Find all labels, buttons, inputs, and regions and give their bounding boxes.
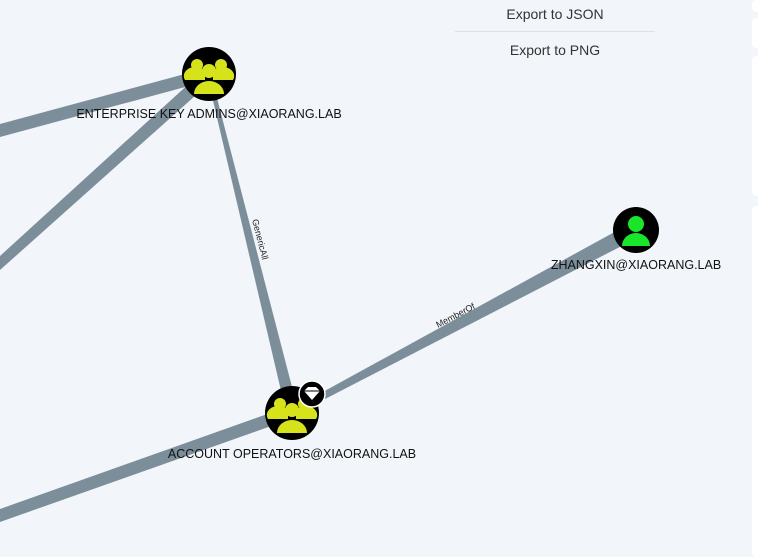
side-panel-edge [752,0,758,12]
edge-left-to-enterprise-key-admins[interactable] [0,68,211,137]
side-panel-edge [752,56,758,196]
edge-member-of[interactable] [290,223,641,415]
node-zhangxin[interactable] [613,207,659,253]
node-label-account-operators: ACCOUNT OPERATORS@XIAORANG.LAB [167,447,417,461]
menu-divider [455,31,655,32]
edge-left2-to-enterprise-key-admins[interactable] [0,70,214,270]
export-json-button[interactable]: Export to JSON [506,6,604,22]
node-label-zhangxin: ZHANGXIN@XIAORANG.LAB [550,258,722,272]
node-label-enterprise-key-admins: ENTERPRISE KEY ADMINS@XIAORANG.LAB [76,107,342,121]
edge-generic-all[interactable] [207,75,298,412]
node-account-operators[interactable] [265,380,326,440]
export-menu: Export to JSON Export to PNG [455,0,655,63]
side-panel-edge [752,18,758,48]
edge-left3-to-account-operators[interactable] [0,406,294,522]
node-enterprise-key-admins[interactable] [182,47,236,101]
group-icon [183,59,235,94]
high-value-diamond-icon [298,380,326,408]
export-png-button[interactable]: Export to PNG [509,42,601,58]
user-icon [622,216,650,246]
side-panel-edge [752,206,758,557]
